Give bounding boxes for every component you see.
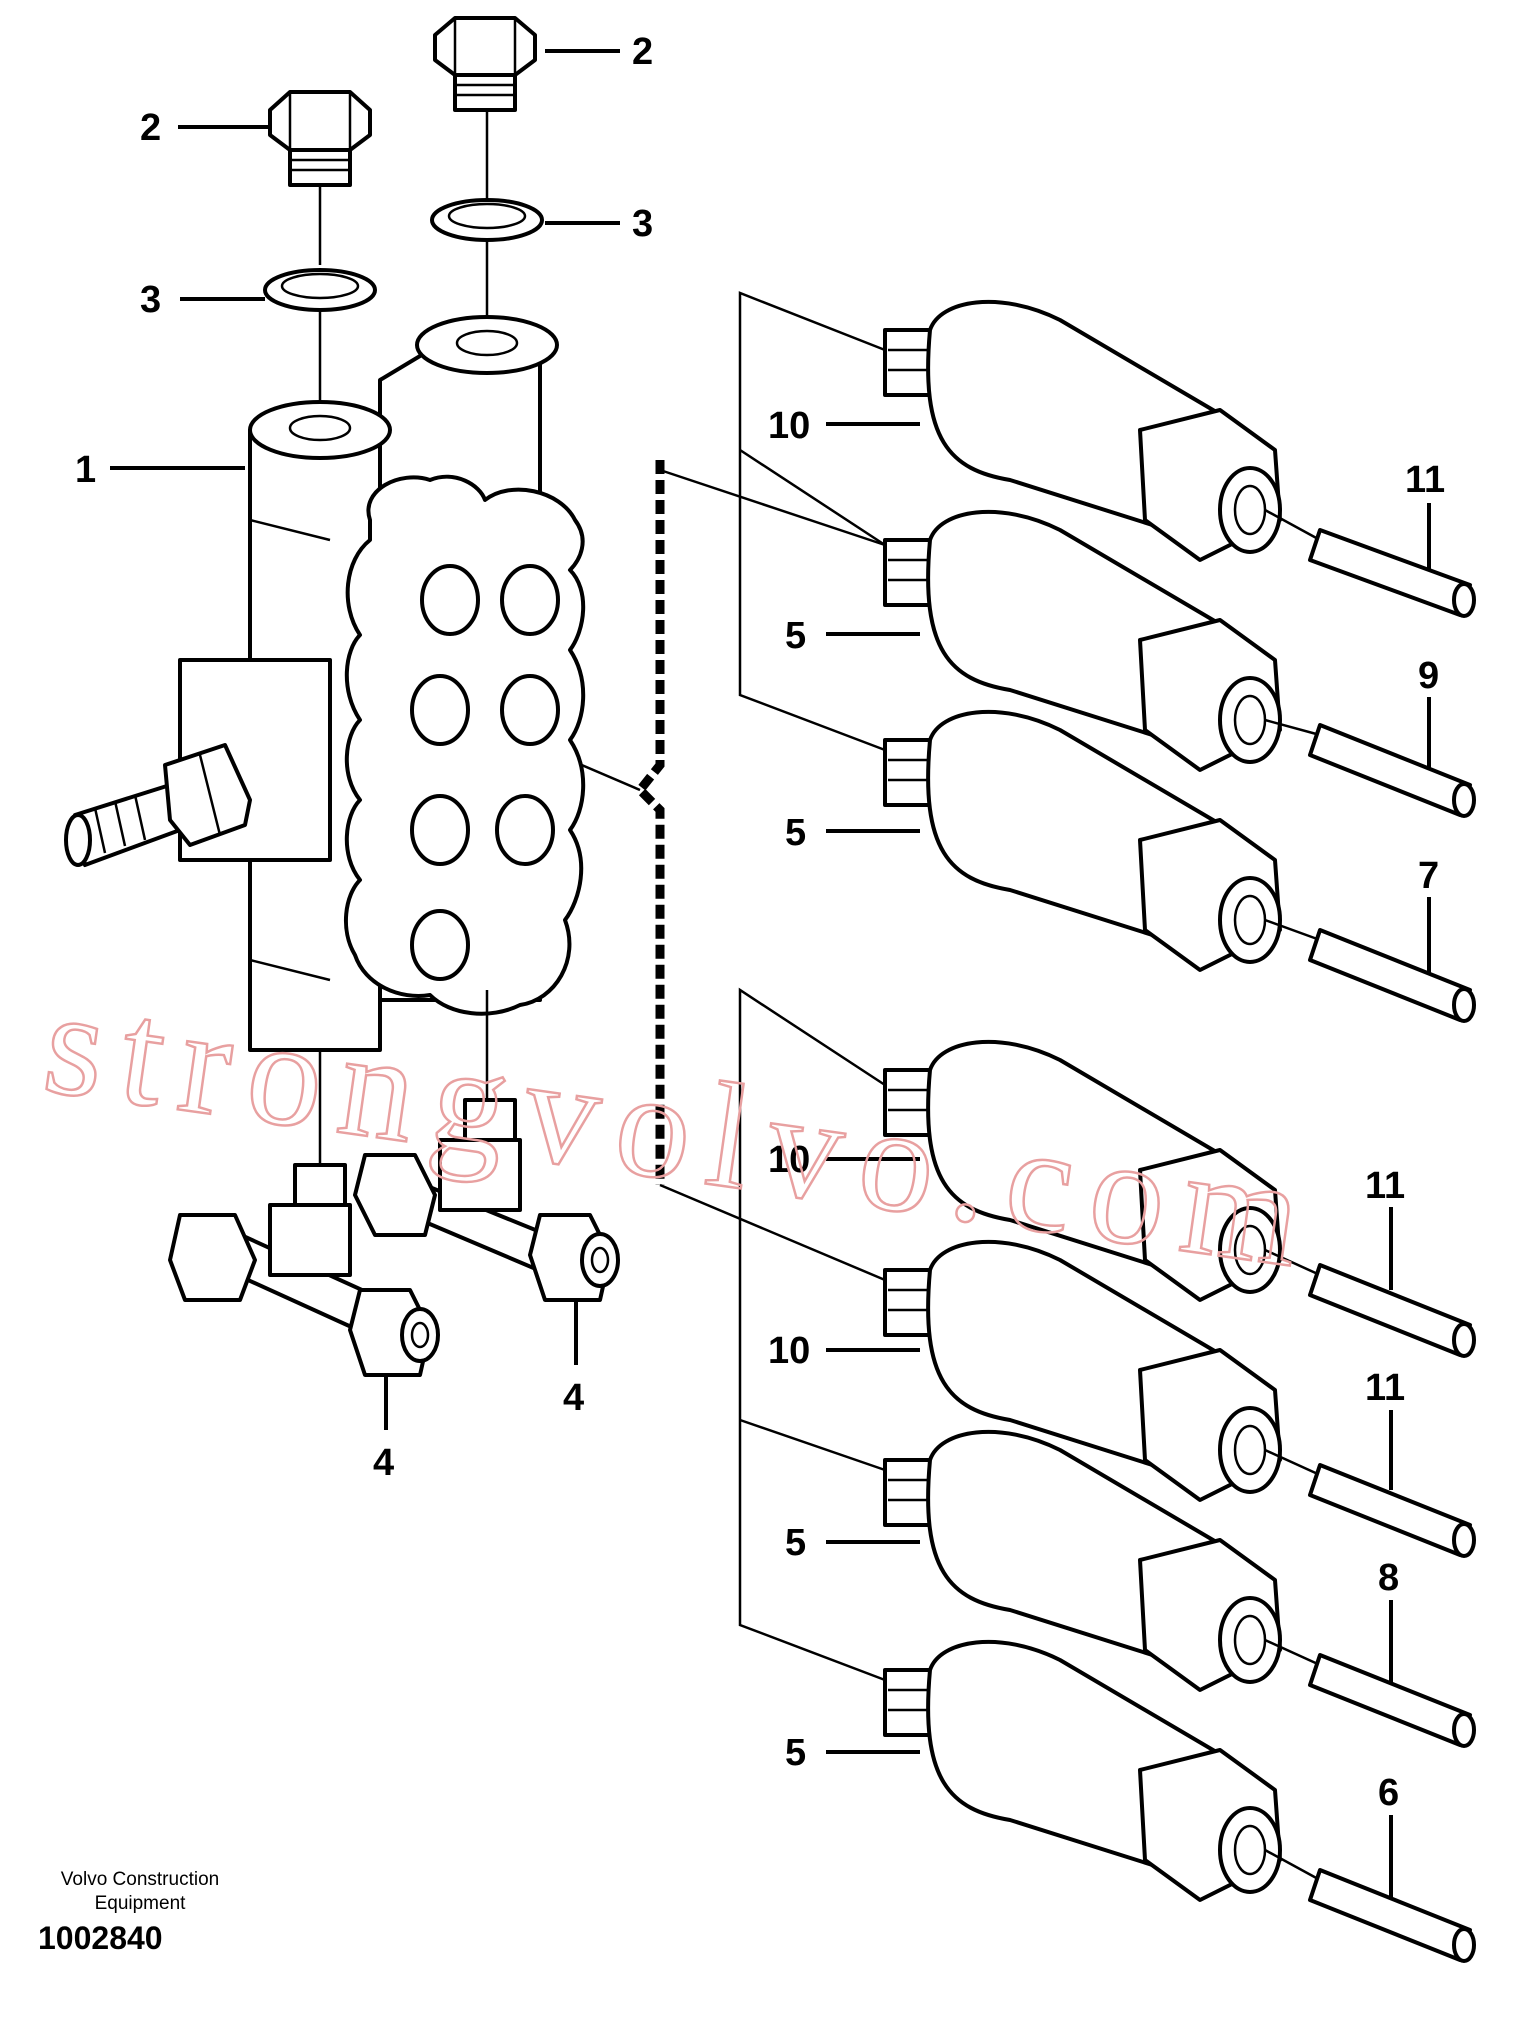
fitting-row-3: [883, 709, 1476, 1023]
tee-fitting-left: [168, 1050, 440, 1377]
callout-labels: 1 2 2 3 3 4 4 5 5 5 5 6 7 8 9 10 10 10 1…: [75, 31, 1445, 1814]
callout-1: 1: [75, 449, 96, 491]
washer-right: [430, 198, 544, 345]
callout-8: 8: [1378, 1557, 1399, 1599]
callout-4a: 4: [373, 1442, 394, 1484]
callout-5d: 5: [785, 1732, 806, 1774]
hose-nipple: [64, 743, 252, 867]
port-plate: [343, 474, 586, 1016]
callout-9: 9: [1418, 655, 1439, 697]
callout-11b: 11: [1365, 1165, 1405, 1207]
callout-3a: 3: [140, 279, 161, 321]
callout-5c: 5: [785, 1522, 806, 1564]
washer-left: [263, 268, 377, 410]
tee-fitting-right: [353, 990, 620, 1302]
group-brackets: [429, 291, 886, 1682]
callout-2a: 2: [140, 107, 161, 149]
plug-left: [268, 90, 372, 265]
plug-right: [433, 16, 537, 200]
callout-11a: 11: [1405, 459, 1445, 501]
callout-10b: 10: [768, 1139, 810, 1181]
fitting-row-4: [883, 1039, 1476, 1358]
callout-5a: 5: [785, 615, 806, 657]
callout-7: 7: [1418, 855, 1439, 897]
fitting-row-1: [883, 299, 1476, 618]
callout-2b: 2: [632, 31, 653, 73]
callout-6: 6: [1378, 1772, 1399, 1814]
fitting-row-5: [883, 1239, 1476, 1558]
drawing-number: 1002840: [38, 1920, 163, 1956]
caption-company-line1: Volvo Construction: [60, 1869, 220, 1890]
fitting-row-7: [883, 1639, 1476, 1963]
caption-company: Volvo Construction Equipment: [20, 1868, 260, 1916]
caption-company-line2: Equipment: [94, 1893, 186, 1914]
callout-3b: 3: [632, 203, 653, 245]
callout-11c: 11: [1365, 1367, 1405, 1409]
callout-5b: 5: [785, 812, 806, 854]
fitting-row-2: [883, 509, 1476, 818]
callout-10a: 10: [768, 405, 810, 447]
callout-4b: 4: [563, 1377, 584, 1419]
callout-10c: 10: [768, 1330, 810, 1372]
fitting-row-6: [883, 1429, 1476, 1748]
